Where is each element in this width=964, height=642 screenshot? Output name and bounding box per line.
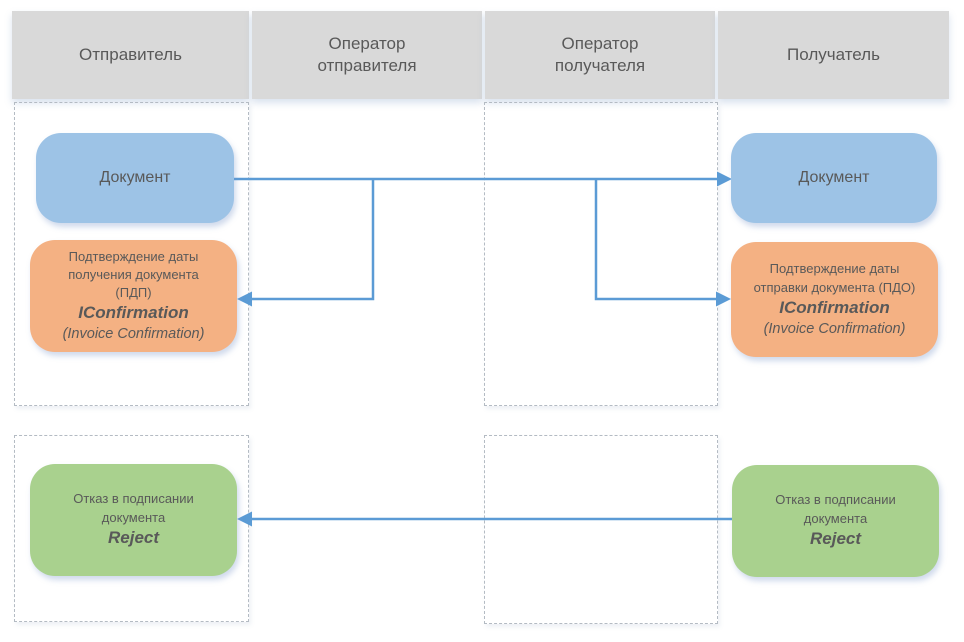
sender-lane-region-top — [14, 102, 249, 406]
pdo-text-line: Подтверждение даты — [769, 261, 900, 277]
pdp-confirmation-box: Подтверждение даты получения документа (… — [30, 240, 237, 352]
reject-code-label: Reject — [809, 528, 862, 548]
lane-header-receiver: Получатель — [718, 11, 949, 99]
pdp-code-label: IConfirmation — [78, 303, 189, 323]
lane-header-sender-operator: Оператор отправителя — [252, 11, 482, 99]
sender-lane-region-bottom — [14, 435, 249, 622]
pdp-note-label: (Invoice Confirmation) — [62, 326, 205, 343]
pdo-code-label: IConfirmation — [779, 297, 890, 317]
lane-label-line: получателя — [554, 56, 646, 75]
pdp-text-line: (ПДП) — [115, 285, 152, 301]
lane-header-receiver-operator: Оператор получателя — [485, 11, 715, 99]
lane-header-sender-operator-label: Оператор отправителя — [317, 33, 416, 77]
lane-label-line: отправителя — [317, 56, 417, 75]
lane-header-sender: Отправитель — [12, 11, 249, 99]
doc-receiver-label: Документ — [798, 169, 870, 186]
reject-text-line: документа — [101, 509, 166, 525]
arrow-pdp-line — [252, 180, 375, 301]
doc-sender-label: Документ — [99, 169, 171, 186]
reject-sender-box: Отказ в подписании документа Reject — [30, 464, 237, 576]
lane-label-line: Оператор — [561, 33, 639, 53]
pdo-note-label: (Invoice Confirmation) — [763, 320, 906, 337]
pdo-confirmation-box: Подтверждение даты отправки документа (П… — [731, 242, 938, 357]
pdo-text-line: отправки документа (ПДО) — [753, 279, 916, 295]
reject-code-label: Reject — [107, 527, 160, 547]
reject-text-line: документа — [803, 510, 868, 526]
arrow-document-head — [717, 171, 732, 187]
doc-sender-box: Документ — [36, 133, 234, 223]
reject-text-line: Отказ в подписании — [775, 492, 896, 508]
lane-label-line: Получатель — [787, 44, 880, 64]
doc-receiver-box: Документ — [731, 133, 937, 223]
receiver-operator-lane-region-top — [484, 102, 718, 406]
reject-receiver-box: Отказ в подписании документа Reject — [732, 465, 939, 577]
pdp-text-line: Подтверждение даты — [68, 248, 199, 264]
arrow-pdo-head — [716, 291, 731, 307]
lane-header-receiver-label: Получатель — [787, 44, 880, 66]
pdp-text-line: получения документа — [68, 267, 199, 283]
lane-label-line: Оператор — [328, 33, 406, 53]
lane-header-sender-label: Отправитель — [79, 44, 182, 66]
reject-text-line: Отказ в подписании — [73, 491, 194, 507]
lane-header-receiver-operator-label: Оператор получателя — [555, 33, 645, 77]
receiver-operator-lane-region-bottom — [484, 435, 718, 624]
lane-label-line: Отправитель — [79, 44, 182, 64]
